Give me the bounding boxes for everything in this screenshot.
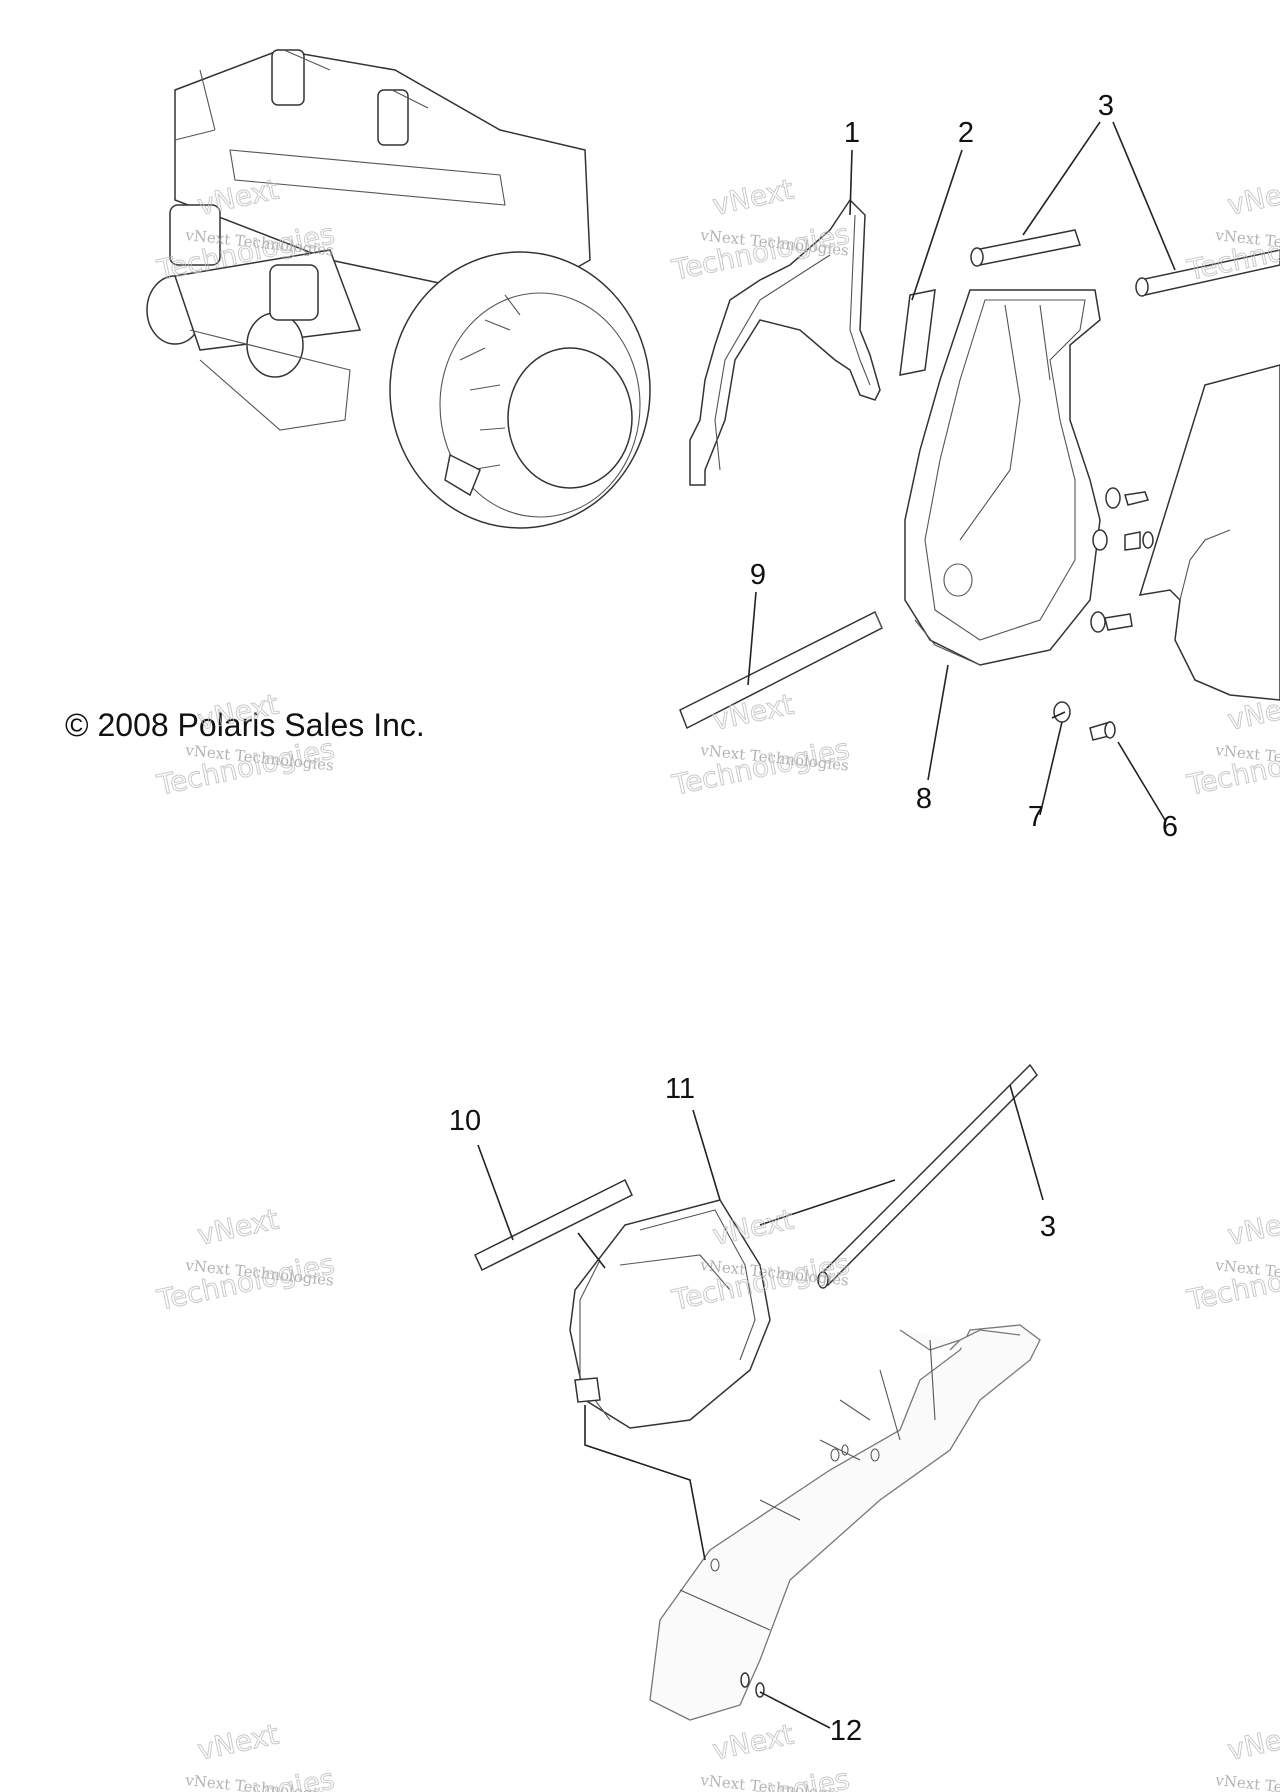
callout-9: 9 (750, 559, 766, 591)
part-2-pad (899, 289, 936, 376)
watermark: vNext vNext Technologies Technologies (668, 1717, 853, 1792)
callout-7: 7 (1028, 801, 1044, 833)
svg-text:vNext Technologies: vNext Technologies (1214, 1771, 1280, 1792)
callout-1: 1 (844, 117, 860, 149)
watermark: vNext vNext Technologies Technologies (1183, 1202, 1280, 1317)
svg-text:Technologies: Technologies (154, 1247, 338, 1317)
part-11-hood (569, 1199, 771, 1429)
watermark: vNext vNext Technologies Technologies (153, 1717, 338, 1792)
svg-text:Technologies: Technologies (669, 732, 853, 802)
svg-text:vNext: vNext (710, 1718, 797, 1767)
callout-6: 6 (1162, 811, 1178, 843)
callout-numbers: 1 2 3 6 7 8 9 10 11 3 12 (449, 90, 1178, 1747)
part-3-seal-strips (970, 229, 1280, 297)
watermark: vNext vNext Technologies Technologies (153, 687, 338, 802)
callout-2: 2 (958, 117, 974, 149)
callout-10: 10 (449, 1105, 481, 1137)
engine-assembly (146, 49, 651, 529)
floor-pan (649, 1324, 1041, 1721)
svg-text:vNext: vNext (195, 1718, 282, 1767)
callout-3-top: 3 (1098, 90, 1114, 122)
svg-text:vNext: vNext (710, 173, 797, 222)
callout-11: 11 (665, 1073, 695, 1105)
copyright-notice: © 2008 Polaris Sales Inc. (65, 707, 425, 743)
svg-text:vNext: vNext (1225, 1203, 1280, 1252)
side-panel (1138, 364, 1280, 701)
fasteners-6-7 (1053, 487, 1154, 741)
part-1-gasket (689, 198, 881, 486)
watermark: vNext vNext Technologies Technologies (1183, 687, 1280, 802)
svg-text:vNext: vNext (195, 1203, 282, 1252)
part-10-bar (474, 1178, 633, 1272)
part-9-bar (679, 610, 883, 730)
svg-text:vNext: vNext (1225, 1718, 1280, 1767)
leader-lines (477, 121, 1176, 1729)
callout-8: 8 (916, 783, 932, 815)
part-8-duct-housing (904, 289, 1101, 666)
watermark: vNext vNext Technologies Technologies (1183, 172, 1280, 287)
part-3-long-strip (817, 1063, 1038, 1289)
watermark: vNext vNext Technologies Technologies (153, 1202, 338, 1317)
callout-3-bottom: 3 (1040, 1211, 1056, 1243)
watermark: vNext vNext Technologies Technologies (1183, 1717, 1280, 1792)
svg-text:vNext: vNext (1225, 173, 1280, 222)
callout-12: 12 (830, 1715, 862, 1747)
